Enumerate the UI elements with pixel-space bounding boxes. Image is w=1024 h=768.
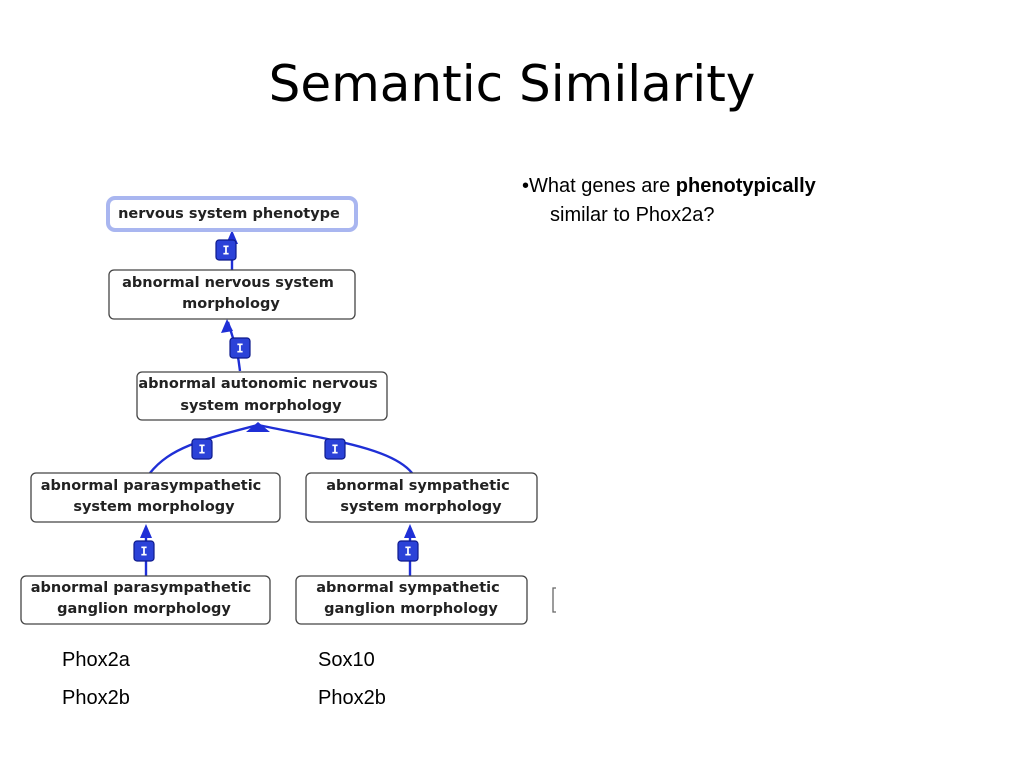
arrowhead-ansm: [246, 422, 270, 432]
svg-text:system morphology: system morphology: [180, 398, 342, 414]
svg-text:I: I: [236, 342, 243, 356]
slide-title: Semantic Similarity: [268, 55, 756, 113]
svg-text:I: I: [198, 443, 205, 457]
gene-left-2: Phox2b: [62, 687, 130, 709]
gene-right-2: Phox2b: [318, 687, 386, 709]
is-a-badge: I: [215, 239, 237, 261]
bullet-prefix: What genes are: [529, 175, 676, 197]
bullet-marker: •: [522, 175, 530, 197]
bullet-question: •What genes are phenotypically similar t…: [522, 172, 816, 230]
node-abnormal-nervous-system-morphology: abnormal nervous system morphology: [108, 269, 356, 320]
svg-text:system morphology: system morphology: [73, 499, 235, 515]
svg-text:abnormal sympathetic: abnormal sympathetic: [326, 478, 509, 494]
is-a-badge: I: [324, 438, 346, 460]
svg-text:abnormal parasympathetic: abnormal parasympathetic: [41, 478, 262, 494]
svg-text:morphology: morphology: [182, 296, 280, 312]
is-a-badge: I: [397, 540, 419, 562]
gene-right-1: Sox10: [318, 649, 375, 671]
arrowhead-nsm: [221, 319, 233, 333]
is-a-badge: I: [133, 540, 155, 562]
node-abnormal-autonomic-nervous-system-morphology: abnormal autonomic nervous system morpho…: [136, 371, 388, 421]
arrowhead-symp: [404, 524, 416, 538]
node-abnormal-sympathetic-system-morphology: abnormal sympathetic system morphology: [305, 472, 538, 523]
svg-text:abnormal sympathetic: abnormal sympathetic: [316, 580, 499, 596]
partial-node-edge: [552, 587, 556, 613]
svg-text:abnormal nervous system: abnormal nervous system: [122, 275, 334, 291]
bullet-emphasis: phenotypically: [675, 175, 816, 197]
arrowhead-para: [140, 524, 152, 538]
svg-text:ganglion morphology: ganglion morphology: [324, 601, 498, 617]
svg-text:I: I: [222, 244, 229, 258]
svg-text:nervous system phenotype: nervous system phenotype: [118, 206, 340, 222]
svg-text:abnormal autonomic nervous: abnormal autonomic nervous: [138, 376, 377, 392]
svg-text:I: I: [331, 443, 338, 457]
svg-text:abnormal parasympathetic: abnormal parasympathetic: [31, 580, 252, 596]
node-nervous-system-phenotype: nervous system phenotype: [106, 196, 358, 232]
node-abnormal-parasympathetic-system-morphology: abnormal parasympathetic system morpholo…: [30, 472, 281, 523]
gene-left-1: Phox2a: [62, 649, 130, 671]
is-a-badge: I: [191, 438, 213, 460]
edge-badges: I I I I I I: [133, 239, 419, 562]
is-a-badge: I: [229, 337, 251, 359]
node-abnormal-parasympathetic-ganglion-morphology: abnormal parasympathetic ganglion morpho…: [20, 575, 271, 625]
edge-symp-to-ansm: [257, 423, 413, 474]
svg-text:I: I: [404, 545, 411, 559]
edge-para-to-ansm: [149, 423, 259, 474]
node-abnormal-sympathetic-ganglion-morphology: abnormal sympathetic ganglion morphology: [295, 575, 528, 625]
svg-text:system morphology: system morphology: [340, 499, 502, 515]
bullet-suffix: similar to Phox2a?: [550, 204, 715, 226]
svg-text:I: I: [140, 545, 147, 559]
svg-text:ganglion morphology: ganglion morphology: [57, 601, 231, 617]
